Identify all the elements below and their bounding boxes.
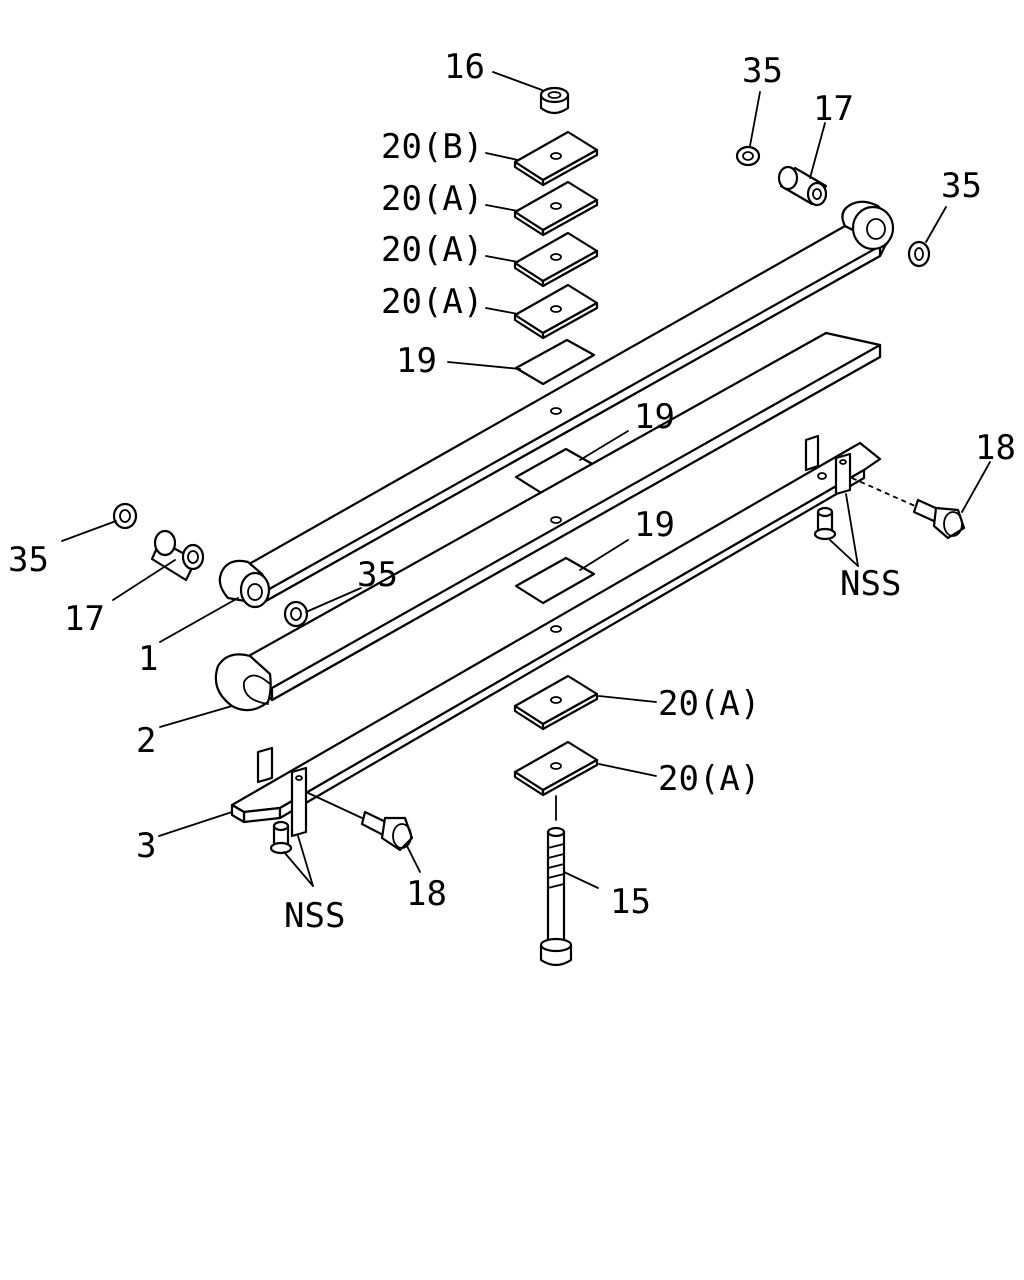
part-17-bushing-left[interactable] [150, 529, 205, 582]
callout-18-left: 18 [406, 874, 447, 914]
part-15-center-bolt[interactable] [539, 795, 573, 967]
callout-nss-right: NSS [840, 564, 901, 604]
part-2-second-leaf[interactable] [214, 331, 882, 712]
callout-nss-left: NSS [284, 896, 345, 936]
callout-20a-lower-1: 20(A) [658, 684, 760, 724]
leader-lines [61, 71, 991, 889]
callout-20b: 20(B) [381, 127, 483, 167]
callout-17-left: 17 [64, 599, 105, 639]
callout-35-right: 35 [941, 166, 982, 206]
callout-19-top: 19 [396, 341, 437, 381]
part-17-bushing-top[interactable] [777, 165, 828, 207]
callout-1: 1 [138, 639, 158, 679]
part-19-pad-top[interactable] [514, 338, 596, 386]
callout-3: 3 [136, 826, 156, 866]
callout-17-top: 17 [813, 89, 854, 129]
part-20a-plate-3[interactable] [513, 283, 599, 340]
callout-19-middle: 19 [634, 397, 675, 437]
part-35-washer-top[interactable] [735, 145, 761, 167]
callout-35-left: 35 [8, 540, 49, 580]
part-1-main-leaf[interactable] [218, 200, 895, 609]
callout-20a-3: 20(A) [381, 282, 483, 322]
callout-20a-lower-2: 20(A) [658, 759, 760, 799]
part-20a-plate-lower-1[interactable] [513, 674, 599, 731]
callout-35-center: 35 [357, 555, 398, 595]
part-35-washer-right[interactable] [907, 240, 931, 268]
part-20a-plate-1[interactable] [513, 180, 599, 237]
callout-20a-1: 20(A) [381, 179, 483, 219]
callout-15: 15 [610, 882, 651, 922]
part-3-third-leaf[interactable] [230, 434, 882, 838]
callout-35-top: 35 [742, 51, 783, 91]
nss-rivet-left [269, 820, 293, 855]
part-18-bolt-right[interactable] [851, 477, 966, 540]
nss-rivet-right [813, 506, 837, 541]
part-16-nut[interactable] [539, 86, 570, 115]
callout-19-lower: 19 [634, 505, 675, 545]
part-20b-plate[interactable] [513, 130, 599, 187]
callout-16: 16 [444, 47, 485, 87]
callout-20a-2: 20(A) [381, 230, 483, 270]
part-35-washer-center[interactable] [283, 600, 309, 628]
callout-18-right: 18 [975, 428, 1016, 468]
callout-labels: 16 20(B) 20(A) 20(A) 20(A) 19 19 19 35 1… [8, 47, 1016, 936]
part-18-bolt-left[interactable] [305, 791, 414, 852]
part-35-washer-left[interactable] [112, 502, 138, 530]
callout-2: 2 [136, 721, 156, 761]
part-20a-plate-2[interactable] [513, 231, 599, 288]
part-20a-plate-lower-2[interactable] [513, 740, 599, 797]
part-19-pad-lower[interactable] [514, 556, 596, 605]
